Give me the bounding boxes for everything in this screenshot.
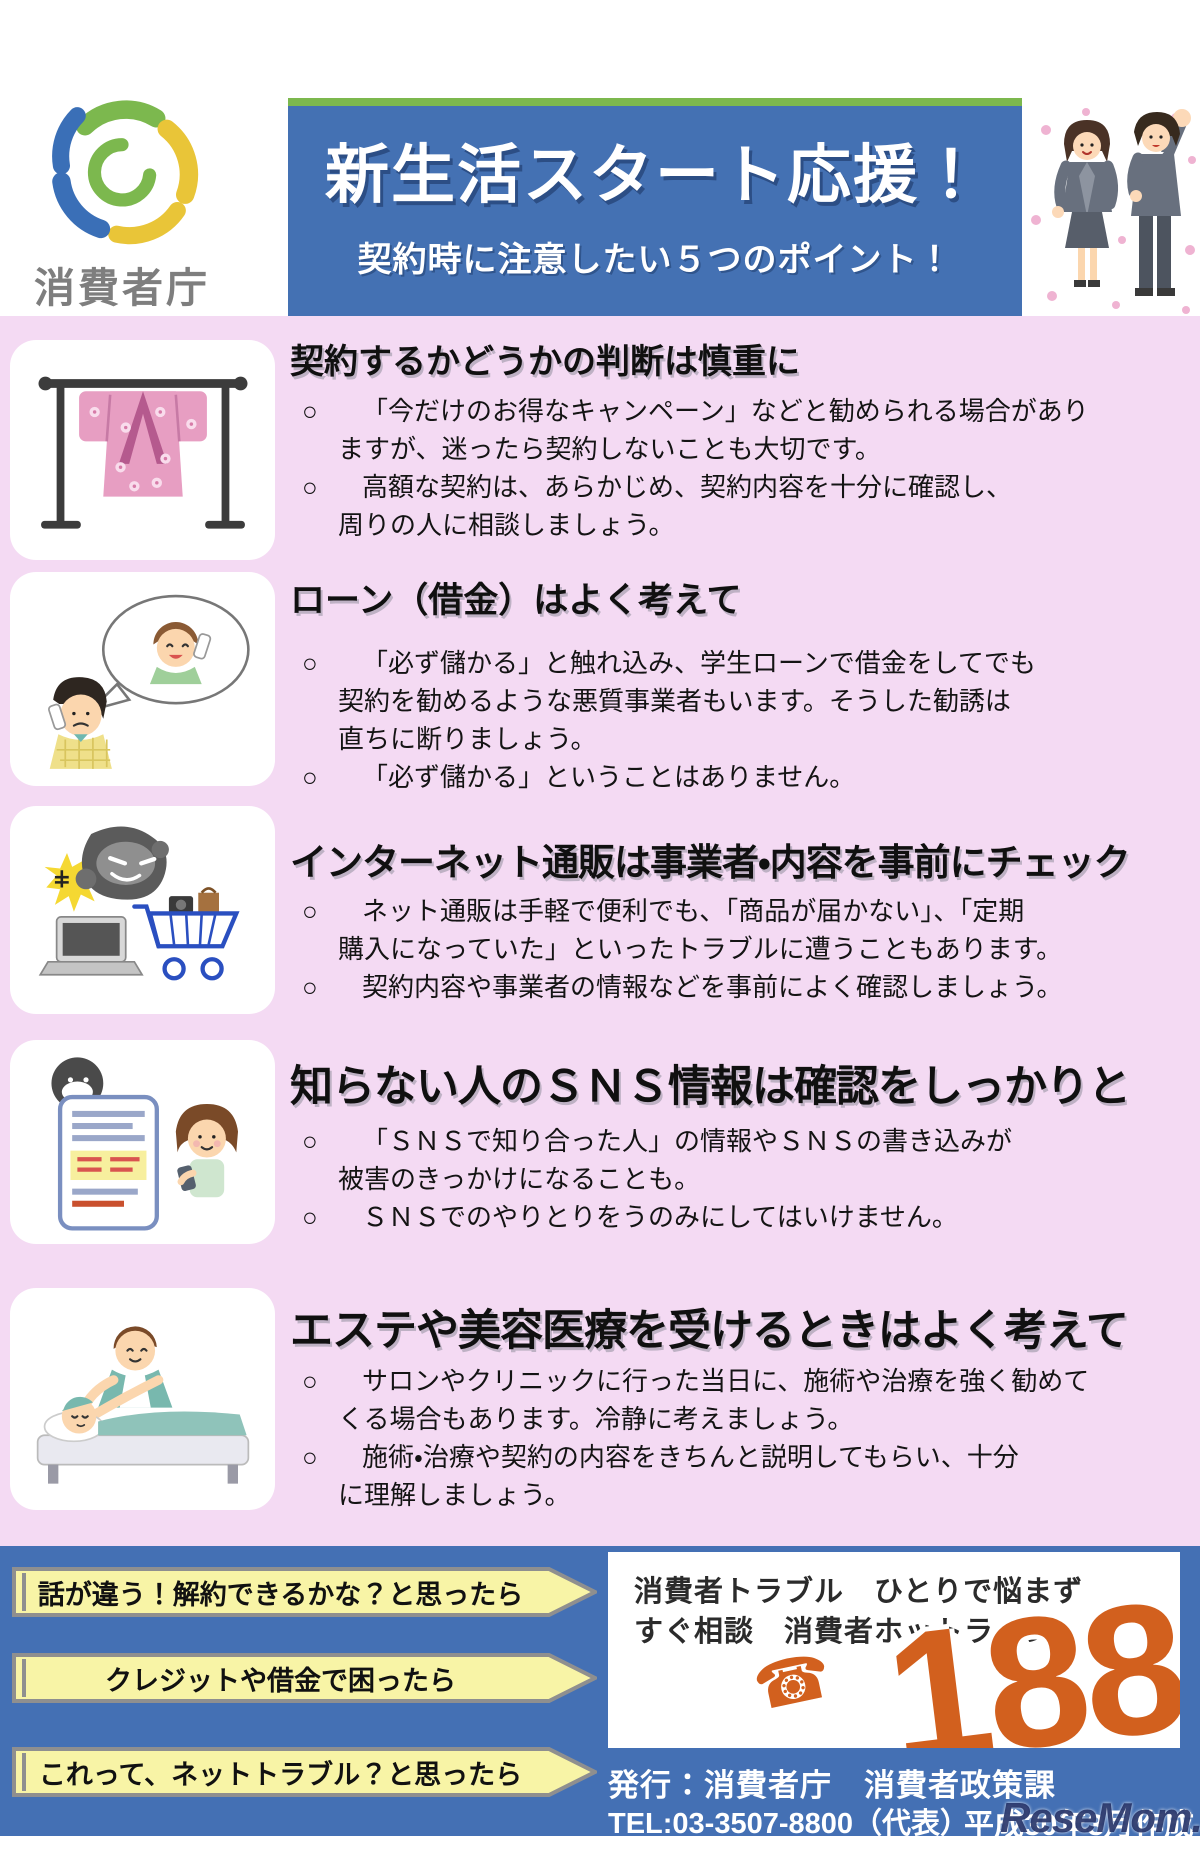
bullet-marker: ○: [302, 1366, 318, 1396]
bullet-marker: ○: [302, 648, 318, 678]
section4-heading: 知らない人のＳＮＳ情報は確認をしっかりと: [290, 1063, 1131, 1111]
consumer-hotline-box: 消費者トラブル ひとりで悩まず すぐ相談 消費者ホットライン ☎ 188: [608, 1552, 1180, 1748]
bullet-item: ○ ネット通販は手軽で便利でも、「商品が届かない」、「定期 購入になっていた」と…: [292, 892, 1192, 968]
publisher-line: 発行：消費者庁 消費者政策課: [608, 1768, 1056, 1803]
bullet-item: ○ 「必ず儲かる」と触れ込み、学生ローンで借金をしてでも 契約を勧めるような悪質…: [292, 644, 1192, 758]
arrow-banner-shape: [12, 1567, 597, 1617]
bullet-item: ○ サロンやクリニックに行った当日に、施術や治療を強く勧めて くる場合もあります…: [292, 1362, 1192, 1438]
bullet-text: 施術・治療や契約の内容をきちんと説明してもらい、十分 に理解しましょう。: [338, 1442, 1019, 1510]
bullet-marker: ○: [302, 1202, 318, 1232]
section2-bullets: ○ 「必ず儲かる」と触れ込み、学生ローンで借金をしてでも 契約を勧めるような悪質…: [292, 644, 1192, 796]
section2-heading: ローン（借金）はよく考えて: [290, 581, 742, 620]
bullet-text: 高額な契約は、あらかじめ、契約内容を十分に確認し、 周りの人に相談しましょう。: [338, 472, 1013, 540]
footer-arrow-2: クレジットや借金で困ったら: [12, 1653, 597, 1703]
footer-arrow-1: 話が違う！解約できるかな？と思ったら: [12, 1567, 597, 1617]
bullet-text: 「必ず儲かる」ということはありません。: [362, 762, 856, 792]
net-shopping-illustration: [10, 806, 275, 1014]
loan-call-illustration: [10, 572, 275, 786]
section5-bullets: ○ サロンやクリニックに行った当日に、施術や治療を強く勧めて くる場合もあります…: [292, 1362, 1192, 1514]
bullet-item: ○ ＳＮＳでのやりとりをうのみにしてはいけません。: [292, 1198, 1192, 1236]
section3-bullets: ○ ネット通販は手軽で便利でも、「商品が届かない」、「定期 購入になっていた」と…: [292, 892, 1192, 1006]
agency-name: 消費者庁: [34, 265, 210, 311]
bullet-text: 契約内容や事業者の情報などを事前によく確認しましょう。: [362, 972, 1063, 1002]
arrow-banner-shape: [12, 1747, 597, 1797]
arrow-banner-shape: [12, 1653, 597, 1703]
resemom-watermark: ReseMom.: [1000, 1794, 1200, 1841]
creation-date: 平成30年3月作成: [964, 1809, 1195, 1842]
poster-title: 新生活スタート応援！: [325, 139, 985, 211]
bullet-text: ネット通販は手軽で便利でも、「商品が届かない」、「定期 購入になっていた」といっ…: [338, 896, 1063, 964]
bullet-marker: ○: [302, 762, 318, 792]
phone-call-icon: [47, 594, 250, 769]
bullet-text: サロンやクリニックに行った当日に、施術や治療を強く勧めて くる場合もあります。冷…: [338, 1366, 1090, 1434]
poster-subtitle: 契約時に注意したい５つのポイント！: [357, 241, 953, 279]
kimono-on-rack-icon: [38, 376, 247, 529]
title-banner: 新生活スタート応援！ 契約時に注意したい５つのポイント！: [288, 98, 1022, 316]
section3-heading: インターネット通販は事業者・内容を事前にチェック: [290, 842, 1131, 883]
hotline-line-1: 消費者トラブル ひとりで悩まず: [634, 1576, 1084, 1608]
footer-arrow-3: これって、ネットトラブル？と思ったら: [12, 1747, 597, 1797]
section4-bullets: ○ 「ＳＮＳで知り合った人」の情報やＳＮＳの書き込みが 被害のきっかけになること…: [292, 1122, 1192, 1236]
footer-arrow-2-label: クレジットや借金で困ったら: [105, 1665, 456, 1696]
bullet-item: ○ 施術・治療や契約の内容をきちんと説明してもらい、十分 に理解しましょう。: [292, 1438, 1192, 1514]
bullet-marker: ○: [302, 396, 318, 426]
agency-logo-swirl-icon: [52, 100, 199, 245]
esthetic-illustration: [10, 1288, 275, 1510]
bullet-text: 「今だけのお得なキャンペーン」などと勧められる場合があり ますが、迷ったら契約し…: [338, 396, 1089, 464]
bullet-item: ○ 「今だけのお得なキャンペーン」などと勧められる場合があり ますが、迷ったら契…: [292, 392, 1192, 468]
section1-heading: 契約するかどうかの判断は慎重に: [290, 343, 800, 381]
bullet-item: ○ 「必ず儲かる」ということはありません。: [292, 758, 1192, 796]
beauty-treatment-icon: [36, 1326, 249, 1484]
bullet-item: ○ 高額な契約は、あらかじめ、契約内容を十分に確認し、 周りの人に相談しましょう…: [292, 468, 1192, 544]
bullet-text: 「ＳＮＳで知り合った人」の情報やＳＮＳの書き込みが 被害のきっかけになることも。: [338, 1126, 1013, 1194]
tel-line: TEL:03-3507-8800（代表）: [608, 1808, 970, 1840]
bullet-marker: ○: [302, 896, 318, 926]
bullet-marker: ○: [302, 1126, 318, 1156]
agency-logo: 消費者庁 Consumer Affairs Agency, Government…: [24, 92, 220, 325]
sns-illustration: [10, 1040, 275, 1244]
bullet-marker: ○: [302, 472, 318, 502]
footer-arrow-3-label: これって、ネットトラブル？と思ったら: [38, 1759, 523, 1790]
hotline-line-2: すぐ相談 消費者ホットライン: [634, 1616, 1055, 1648]
section1-bullets: ○ 「今だけのお得なキャンペーン」などと勧められる場合があり ますが、迷ったら契…: [292, 392, 1192, 544]
bullet-item: ○ 「ＳＮＳで知り合った人」の情報やＳＮＳの書き込みが 被害のきっかけになること…: [292, 1122, 1192, 1198]
hotline-number: 188: [876, 1562, 1180, 1748]
bullet-text: ＳＮＳでのやりとりをうのみにしてはいけません。: [362, 1202, 958, 1232]
sns-smartphone-icon: [50, 1057, 238, 1231]
new-employees-illustration: [1031, 108, 1196, 314]
bullet-marker: ○: [302, 1442, 318, 1472]
section5-heading: エステや美容医療を受けるときはよく考えて: [290, 1307, 1129, 1355]
bullet-marker: ○: [302, 972, 318, 1002]
bullet-item: ○ 契約内容や事業者の情報などを事前によく確認しましょう。: [292, 968, 1192, 1006]
footer-arrow-1-label: 話が違う！解約できるかな？と思ったら: [37, 1579, 524, 1610]
bullet-text: 「必ず儲かる」と触れ込み、学生ローンで借金をしてでも 契約を勧めるような悪質事業…: [338, 648, 1036, 754]
kimono-illustration: [10, 340, 275, 560]
telephone-icon: ☎: [747, 1640, 838, 1725]
net-shopping-fraud-icon: [38, 826, 240, 981]
